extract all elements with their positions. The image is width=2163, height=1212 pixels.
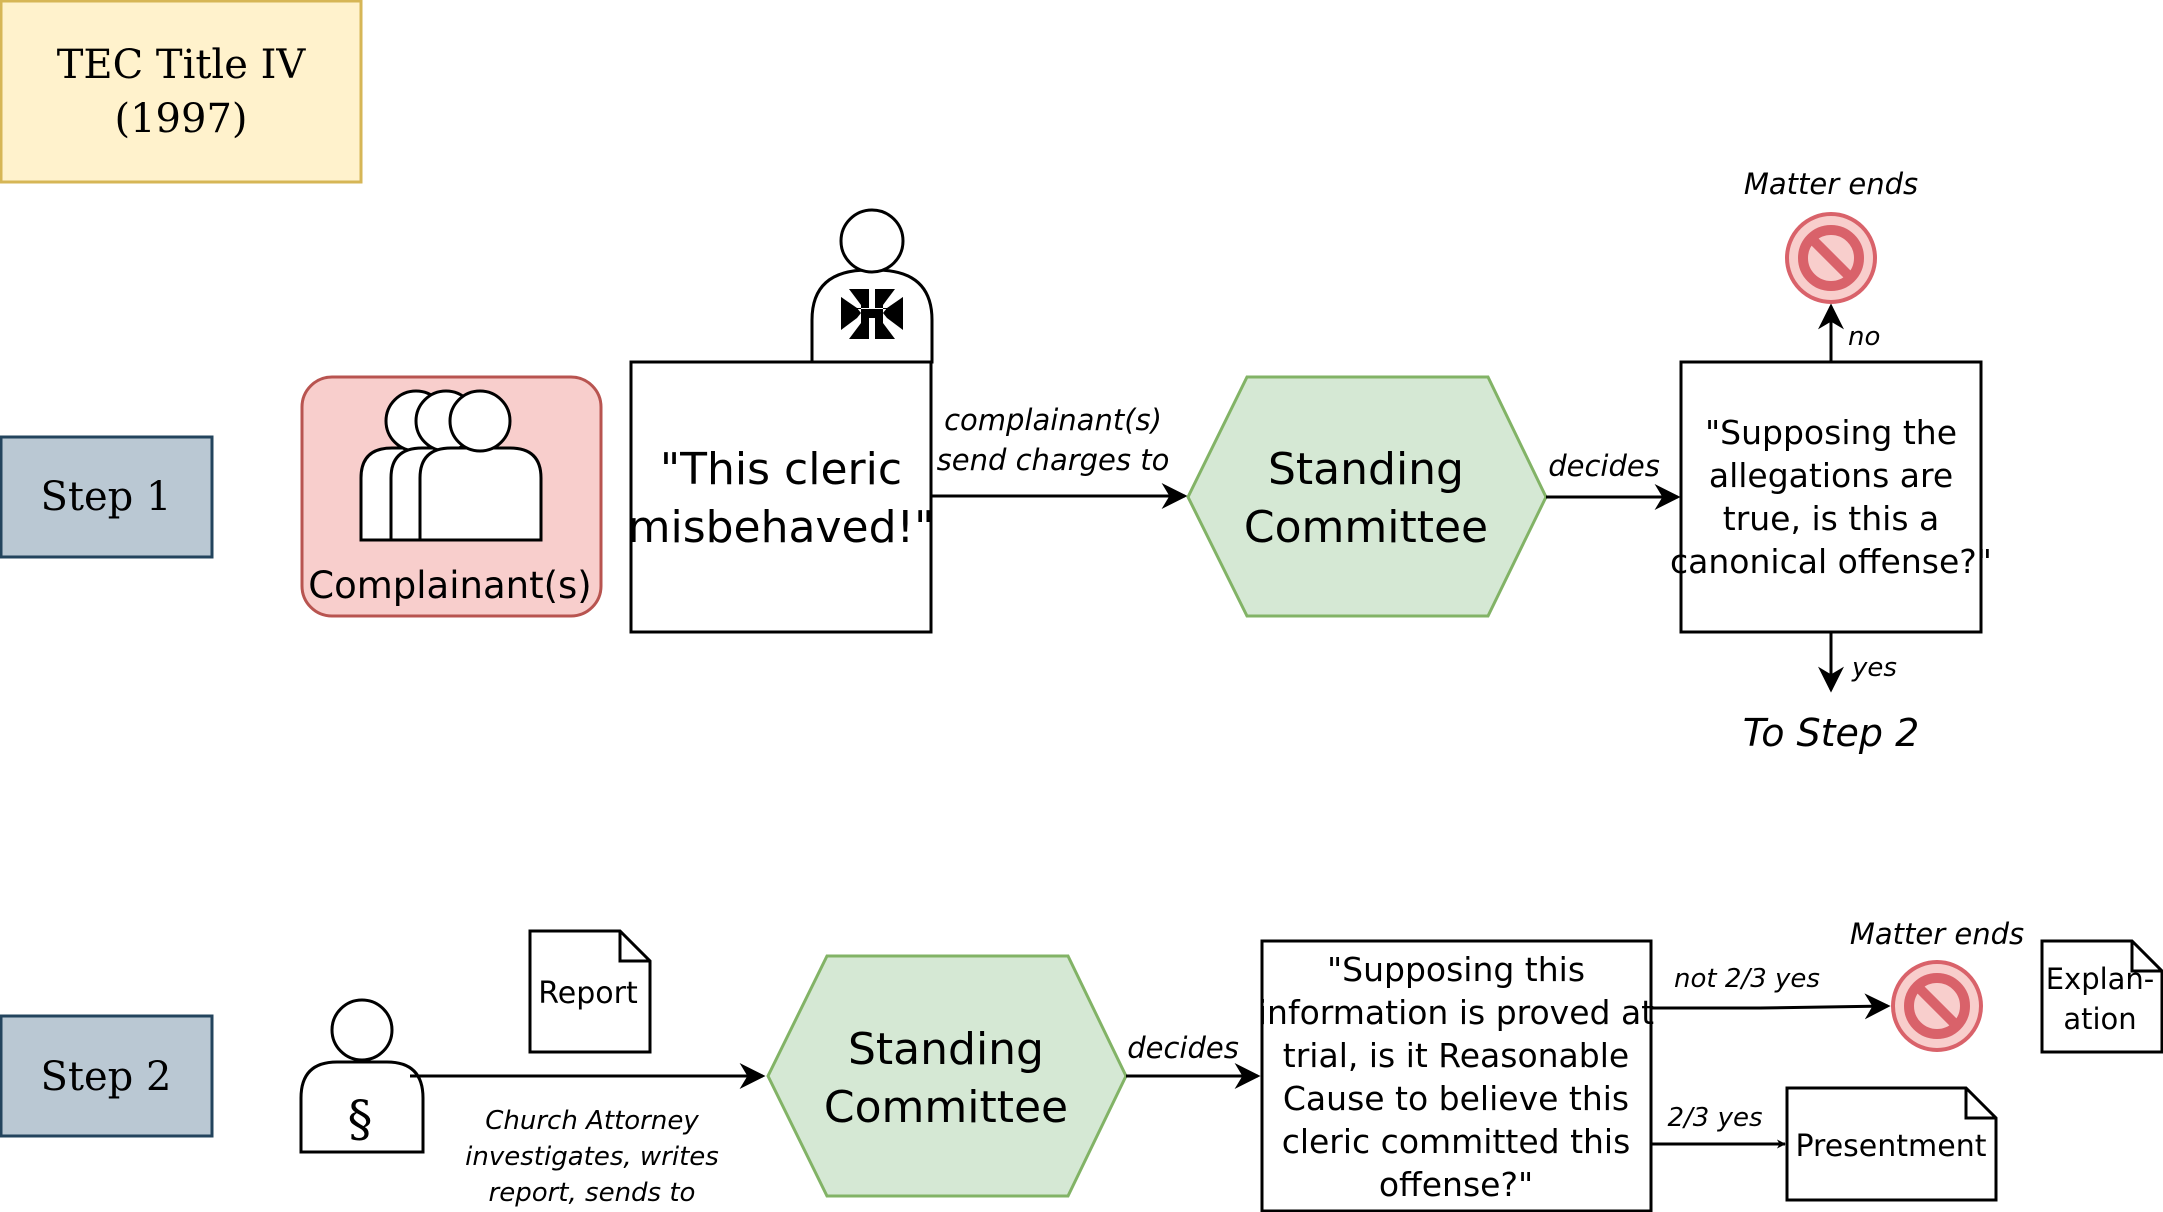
stop-icon	[1785, 212, 1877, 304]
complainants-box: Complainant(s)	[300, 375, 603, 618]
question-2-line-4: Cause to believe this	[1283, 1079, 1629, 1118]
step-1-label: Step 1	[41, 474, 172, 520]
two-thirds-label: 2/3 yes	[1667, 1103, 1762, 1133]
step-2-label-box: Step 2	[0, 1014, 214, 1138]
section-sign-icon: §	[348, 1090, 373, 1148]
standing-committee-1: Standing Committee	[1186, 375, 1548, 618]
no-label: no	[1848, 322, 1880, 352]
decides-label-2: decides	[1127, 1031, 1239, 1065]
send-charges-label-line-1: complainant(s)	[944, 403, 1162, 437]
explanation-line-1: Explan-	[2046, 962, 2155, 996]
people-group-icon	[359, 389, 543, 542]
question-1-line-2: allegations are	[1709, 456, 1953, 495]
attorney-caption-line-2: investigates, writes	[465, 1142, 719, 1172]
question-1-line-1: "Supposing the	[1705, 413, 1957, 452]
question-box-2: "Supposing this information is proved at…	[1258, 939, 1654, 1212]
matter-ends-label-1: Matter ends	[1744, 167, 1918, 201]
question-2-line-6: offense?"	[1379, 1165, 1533, 1204]
explanation-document: Explan- ation	[2040, 939, 2163, 1054]
attorney-caption-line-3: report, sends to	[489, 1178, 696, 1208]
committee-2-line-1: Standing	[848, 1024, 1044, 1075]
title-line-2: (1997)	[114, 96, 247, 142]
attorney-caption-line-1: Church Attorney	[485, 1106, 699, 1136]
charge-quote-line-1: "This cleric	[660, 444, 902, 495]
charge-quote-box: "This cleric misbehaved!"	[628, 360, 935, 634]
report-document: Report	[528, 929, 652, 1054]
not-two-thirds-arrow	[1651, 993, 1891, 1020]
question-1-line-3: true, is this a	[1723, 499, 1939, 538]
committee-2-line-2: Committee	[824, 1082, 1068, 1133]
cleric-icon	[810, 208, 934, 364]
decides-label-1: decides	[1548, 449, 1660, 483]
presentment-label: Presentment	[1795, 1129, 1986, 1164]
title-box: TEC Title IV (1997)	[0, 0, 363, 184]
question-2-line-3: trial, is it Reasonable	[1283, 1036, 1629, 1075]
step-1-label-box: Step 1	[0, 435, 214, 559]
title-line-1: TEC Title IV	[57, 42, 307, 88]
matter-ends-label-2: Matter ends	[1850, 917, 2024, 951]
explanation-line-2: ation	[2063, 1002, 2136, 1036]
send-charges-label-line-2: send charges to	[937, 443, 1170, 477]
question-2-line-2: information is proved at	[1258, 993, 1654, 1032]
attorney-icon: §	[299, 998, 425, 1154]
question-box-1: "Supposing the allegations are true, is …	[1670, 360, 1992, 634]
cross-pattee-icon	[841, 289, 903, 339]
step-2-label: Step 2	[41, 1054, 172, 1100]
stop-icon	[1891, 960, 1983, 1052]
committee-1-line-1: Standing	[1268, 444, 1464, 495]
question-1-line-4: canonical offense?"	[1670, 542, 1992, 581]
not-two-thirds-label: not 2/3 yes	[1674, 964, 1820, 994]
question-2-line-1: "Supposing this	[1327, 950, 1585, 989]
complainants-label: Complainant(s)	[308, 564, 591, 607]
charge-quote-line-2: misbehaved!"	[628, 502, 935, 553]
report-label: Report	[538, 976, 638, 1011]
to-step-2-label: To Step 2	[1743, 711, 1920, 755]
yes-label: yes	[1851, 653, 1897, 683]
question-2-line-5: cleric committed this	[1282, 1122, 1631, 1161]
presentment-document: Presentment	[1785, 1086, 1998, 1202]
committee-1-line-2: Committee	[1244, 502, 1488, 553]
standing-committee-2: Standing Committee	[766, 954, 1128, 1198]
